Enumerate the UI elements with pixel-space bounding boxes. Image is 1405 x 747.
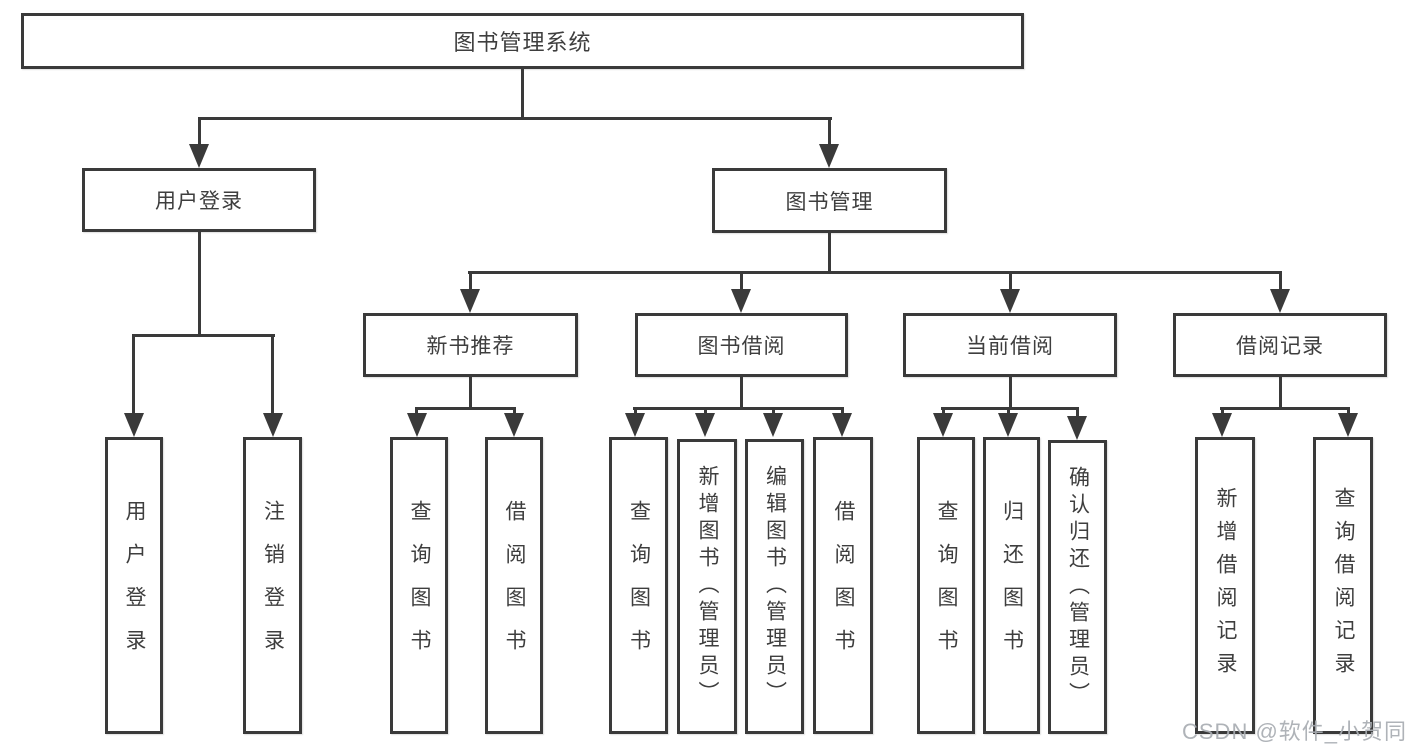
node-current-borrowing: 当前借阅 [903, 313, 1117, 377]
connector-line [1347, 407, 1350, 415]
connector-line [704, 407, 707, 415]
arrowhead-down-icon [998, 413, 1018, 437]
connector-line [468, 271, 1282, 274]
leaf-confirm-return-admin: 确认归还（管理员） [1048, 440, 1107, 734]
connector-line [740, 377, 743, 409]
node-label: 查询图书 [408, 499, 431, 672]
connector-line [198, 117, 832, 120]
leaf-add-books-admin: 新增图书（管理员） [677, 439, 737, 734]
connector-line [1009, 271, 1012, 291]
leaf-return-books: 归还图书 [983, 437, 1040, 734]
connector-line [415, 407, 418, 415]
node-user-login: 用户登录 [82, 168, 316, 232]
arrowhead-down-icon [1067, 416, 1087, 440]
connector-line [1221, 407, 1224, 415]
arrowhead-down-icon [1338, 413, 1358, 437]
node-library-management-system: 图书管理系统 [21, 13, 1024, 69]
connector-line [513, 407, 516, 415]
csdn-watermark: CSDN @软件_小贺同学 [1182, 719, 1405, 744]
leaf-recommend-query-books: 查询图书 [390, 437, 448, 734]
connector-line [198, 232, 201, 336]
node-label: 查询图书 [935, 499, 958, 672]
node-label: 图书管理 [785, 190, 874, 214]
node-label: 用户登录 [123, 499, 146, 672]
connector-line [198, 117, 201, 145]
arrowhead-down-icon [1000, 289, 1020, 313]
node-label: 图书借阅 [697, 335, 786, 358]
connector-line [828, 233, 831, 273]
arrowhead-down-icon [460, 289, 480, 313]
connector-line [941, 407, 1079, 410]
arrowhead-down-icon [832, 413, 852, 437]
connector-line [841, 407, 844, 415]
node-label: 新增借阅记录 [1214, 486, 1237, 685]
node-label: 归还图书 [1000, 499, 1024, 672]
arrowhead-down-icon [731, 289, 751, 313]
leaf-user-login: 用户登录 [105, 437, 163, 734]
arrowhead-down-icon [819, 144, 839, 168]
node-book-management: 图书管理 [712, 168, 947, 233]
node-new-book-recommend: 新书推荐 [363, 313, 578, 377]
node-label: 编辑图书（管理员） [763, 465, 787, 708]
connector-line [772, 407, 775, 415]
node-label: 确认归还（管理员） [1066, 465, 1090, 709]
connector-line [469, 271, 472, 291]
connector-line [1279, 377, 1282, 409]
leaf-borrow-books: 借阅图书 [813, 437, 873, 734]
node-label: 用户登录 [155, 190, 243, 213]
arrowhead-down-icon [504, 413, 524, 437]
arrowhead-down-icon [695, 413, 715, 437]
connector-line [415, 407, 516, 410]
node-label: 借阅图书 [503, 499, 526, 672]
node-label: 查询图书 [627, 499, 651, 672]
connector-line [132, 334, 135, 414]
leaf-recommend-borrow-books: 借阅图书 [485, 437, 543, 734]
connector-line [469, 377, 472, 409]
connector-line [942, 407, 945, 415]
connector-line [1279, 271, 1282, 291]
arrowhead-down-icon [933, 413, 953, 437]
connector-line [1009, 377, 1012, 409]
node-label: 注销登录 [261, 499, 285, 672]
leaf-add-borrow-record: 新增借阅记录 [1195, 437, 1255, 734]
leaf-logout: 注销登录 [243, 437, 302, 734]
leaf-borrowing-query-books: 查询图书 [609, 437, 668, 734]
node-label: 查询借阅记录 [1332, 486, 1355, 685]
node-label: 新增图书（管理员） [696, 465, 719, 708]
connector-line [1076, 407, 1079, 417]
connector-line [634, 407, 637, 415]
leaf-current-query-books: 查询图书 [917, 437, 975, 734]
connector-line [633, 407, 844, 410]
arrowhead-down-icon [625, 413, 645, 437]
connector-line [521, 69, 524, 118]
node-book-borrowing: 图书借阅 [635, 313, 848, 377]
connector-line [132, 334, 275, 337]
node-label: 借阅记录 [1236, 335, 1324, 358]
connector-line [740, 271, 743, 291]
connector-line [1220, 407, 1350, 410]
node-label: 新书推荐 [426, 335, 515, 358]
leaf-query-borrow-record: 查询借阅记录 [1313, 437, 1373, 734]
connector-line [1007, 407, 1010, 415]
leaf-edit-books-admin: 编辑图书（管理员） [745, 439, 804, 734]
arrowhead-down-icon [263, 413, 283, 437]
arrowhead-down-icon [1270, 289, 1290, 313]
node-label: 当前借阅 [966, 335, 1054, 358]
node-label: 借阅图书 [832, 499, 855, 672]
connector-line [271, 334, 274, 414]
node-label: 图书管理系统 [453, 30, 592, 55]
connector-line [828, 117, 831, 145]
arrowhead-down-icon [1212, 413, 1232, 437]
node-borrowing-records: 借阅记录 [1173, 313, 1387, 377]
arrowhead-down-icon [189, 144, 209, 168]
arrowhead-down-icon [763, 413, 783, 437]
arrowhead-down-icon [124, 413, 144, 437]
arrowhead-down-icon [407, 413, 427, 437]
